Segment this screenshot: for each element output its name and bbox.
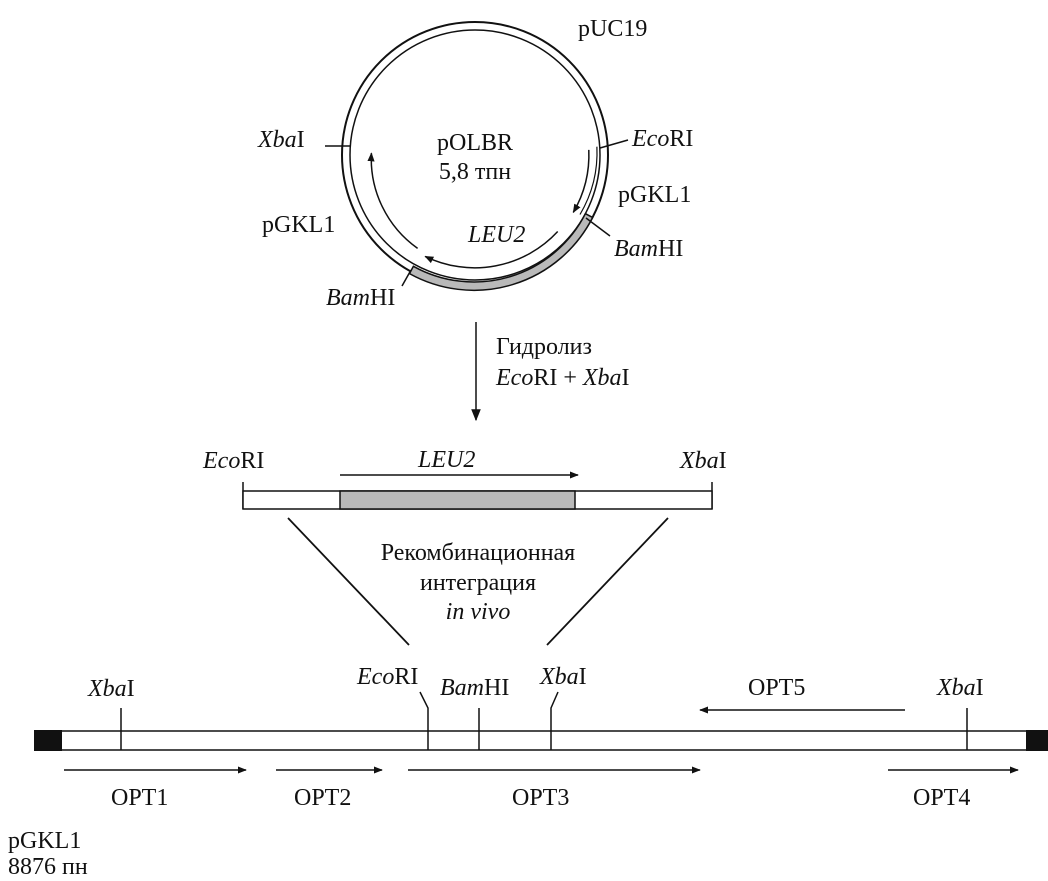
orf-label-opt2: OPT2 — [294, 785, 351, 811]
site-label-bam: BamHI — [440, 675, 509, 701]
pgkl1-left-arrow — [367, 152, 419, 250]
integration-line3: in vivo — [446, 599, 511, 625]
site-label-eco: EcoRI — [356, 664, 418, 690]
site-label-xba-3: XbaI — [936, 675, 984, 701]
plasmid-name-label: pOLBR — [437, 130, 513, 156]
leu2-arrow — [424, 230, 559, 269]
integration-step: Рекомбинационная интеграция in vivo — [287, 517, 669, 646]
linear-plasmid-bar — [35, 730, 1037, 751]
linear-plasmid-map: XbaI EcoRI BamHI XbaI XbaI OPT1 OPT2 OPT… — [8, 664, 1048, 880]
pgkl1-right-arrow — [572, 149, 590, 214]
bam-right-label: BamHI — [614, 236, 683, 262]
site-label-xba-1: XbaI — [87, 676, 135, 702]
digestion-label: Гидролиз — [496, 334, 592, 360]
orf-label-opt5: OPT5 — [748, 675, 805, 701]
fragment-leu2-block — [339, 490, 576, 510]
fragment-xba-label: XbaI — [679, 448, 727, 474]
right-terminal-block — [1026, 730, 1048, 751]
left-terminal-block — [34, 730, 62, 751]
eco-site-label: EcoRI — [631, 126, 693, 152]
vector-name-label: pUC19 — [578, 16, 647, 42]
orf-label-opt1: OPT1 — [111, 785, 168, 811]
bam-left-tick — [401, 269, 412, 287]
fragment-leu2-label: LEU2 — [417, 447, 475, 473]
plasmid-size-label: 5,8 тпн — [439, 159, 511, 185]
linear-fragment: EcoRI LEU2 XbaI — [202, 447, 727, 510]
pgkl1-left-label: pGKL1 — [262, 212, 335, 238]
eco-site-tick — [599, 139, 629, 149]
bam-left-label: BamHI — [326, 285, 395, 311]
pgkl1-right-label: pGKL1 — [618, 182, 691, 208]
orf-label-opt3: OPT3 — [512, 785, 569, 811]
orf-label-opt4: OPT4 — [913, 785, 970, 811]
integration-left-line — [287, 517, 410, 646]
digestion-step: Гидролиз EcoRI + XbaI — [471, 322, 630, 422]
linear-plasmid-name: pGKL1 — [8, 828, 81, 854]
site-label-xba-2: XbaI — [539, 664, 587, 690]
integration-line1: Рекомбинационная — [381, 540, 575, 566]
integration-line2: интеграция — [420, 570, 536, 596]
xba-site-label: XbaI — [257, 127, 305, 153]
fragment-eco-label: EcoRI — [202, 448, 264, 474]
plasmid-inner-circle — [349, 29, 601, 281]
digestion-enzymes-label: EcoRI + XbaI — [495, 365, 630, 391]
integration-right-line — [546, 517, 669, 646]
bam-right-tick — [585, 217, 611, 237]
site-tick-eco — [419, 691, 429, 750]
circular-plasmid: pUC19 pOLBR 5,8 тпн XbaI EcoRI pGKL1 pGK… — [257, 16, 693, 311]
leu2-insert-segment — [408, 212, 594, 292]
site-tick-xba-2 — [550, 691, 559, 750]
leu2-label: LEU2 — [467, 222, 525, 248]
linear-plasmid-size: 8876 пн — [8, 854, 88, 880]
pgkl1-right-arrow-inner — [579, 146, 598, 215]
